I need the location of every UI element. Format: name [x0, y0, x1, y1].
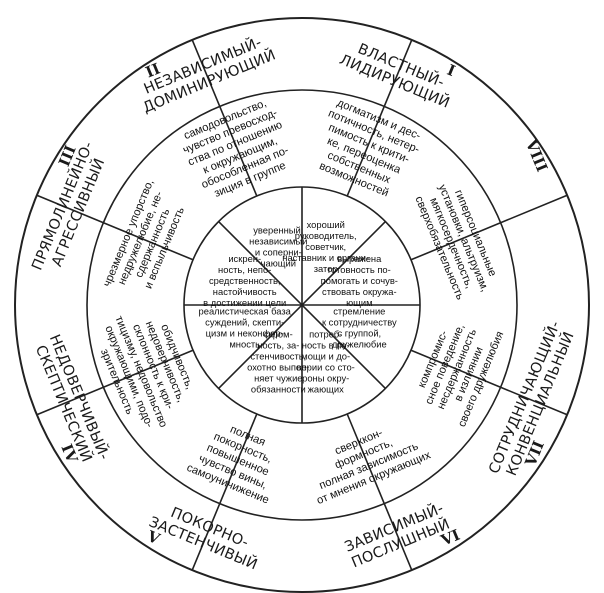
moderate-trait-line: мощи и до-: [301, 350, 350, 361]
moderate-trait-line: ность, за-: [257, 339, 299, 350]
extreme-trait: компромис-сное поведение,несдержанностьв…: [416, 322, 506, 428]
moderate-trait-line: дружелюбие: [332, 339, 387, 350]
moderate-trait-line: ность, непо-: [218, 264, 271, 275]
moderate-trait-line: реалистическая база: [199, 306, 292, 317]
moderate-trait-line: средственность,: [209, 275, 281, 286]
moderate-trait-line: суждений, скепти-: [205, 317, 284, 328]
moderate-trait-line: цизм и неконфор-: [206, 328, 284, 339]
moderate-trait-line: в достижении цели: [203, 297, 286, 308]
moderate-trait-line: обязанности: [251, 383, 306, 394]
moderate-trait-line: готовность по-: [328, 264, 391, 275]
sector-divider: [410, 349, 568, 416]
sector-divider: [346, 39, 413, 197]
inner-divider: [218, 221, 386, 389]
moderate-trait-line: стенчивость,: [250, 350, 306, 361]
moderate-trait-line: ность в по-: [302, 339, 350, 350]
moderate-trait-line: роны окру-: [302, 372, 349, 383]
moderate-trait: потреб-ность в по-мощи и до-верии со сто…: [297, 328, 355, 394]
moderate-trait-line: помогать и сочув-: [321, 275, 398, 286]
octant-numeral: V: [144, 527, 163, 549]
moderate-trait-line: советчик,: [305, 241, 346, 252]
moderate-trait-line: настойчивость: [213, 286, 277, 297]
moderate-trait-line: няет чужие: [254, 372, 302, 383]
moderate-trait-line: хороший: [307, 219, 345, 230]
type-label: ПОКОРНО-ЗАСТЕНЧИВЫЙ: [146, 505, 260, 573]
sector-divider: [36, 194, 194, 261]
moderate-trait-line: чающий: [261, 258, 296, 269]
sector-divider: [36, 349, 194, 416]
type-label: ВЛАСТНЫЙ-ЛИДИРУЮЩИЙ: [337, 39, 453, 112]
extreme-trait: чрезмерное упорство,недружелюбие, не-сде…: [101, 178, 187, 291]
moderate-trait-line: затор: [314, 263, 338, 274]
moderate-trait-line: независимый: [249, 236, 307, 247]
sector-divider: [410, 194, 568, 261]
octant-numeral: VIII: [522, 136, 552, 174]
octant-numeral: II: [143, 59, 163, 81]
moderate-trait-line: жающих: [308, 383, 344, 394]
moderate-trait-line: ющим: [346, 297, 372, 308]
moderate-trait-line: к сотрудничеству: [322, 317, 397, 328]
moderate-trait-line: верии со сто-: [297, 361, 355, 372]
moderate-trait-line: стремление: [333, 306, 385, 317]
extreme-trait: обидчивость,недоверчивость,склонность к …: [98, 314, 196, 429]
moderate-trait-line: мность: [229, 339, 260, 350]
moderate-trait: искрен-ность, непо-средственность,настой…: [203, 253, 286, 308]
moderate-trait-line: потреб-: [309, 328, 342, 339]
extreme-trait: догматизм и дес-потичность, нетер-пимост…: [318, 97, 423, 199]
moderate-trait-line: выражена: [337, 253, 382, 264]
moderate-trait-line: искрен-: [228, 253, 261, 264]
moderate-trait-line: ствовать окружа-: [322, 286, 397, 297]
moderate-trait-line: руководитель,: [295, 230, 357, 241]
octant-numeral: I: [444, 61, 457, 80]
octant-numeral: IV: [57, 441, 81, 465]
moderate-trait-line: с группой,: [337, 328, 381, 339]
sector-divider: [191, 39, 258, 197]
moderate-trait-line: скром-: [264, 328, 293, 339]
outer-circle: [14, 17, 590, 593]
type-label: ЗАВИСИМЫЙ-ПОСЛУШНЫЙ: [342, 499, 453, 572]
sector-divider: [191, 413, 258, 571]
middle-circle: [86, 89, 518, 521]
extreme-trait: сверхкон-формность,полная зависимостьот …: [315, 427, 433, 507]
moderate-trait-line: и соперни-: [255, 247, 302, 258]
moderate-trait-line: наставник и органи-: [282, 252, 369, 263]
moderate-trait-line: уверенный,: [253, 225, 303, 236]
sector-divider: [346, 413, 413, 571]
moderate-trait: скром-ность, за-стенчивость,охотно выпол…: [247, 328, 309, 394]
moderate-trait-line: охотно выпол-: [247, 361, 309, 372]
